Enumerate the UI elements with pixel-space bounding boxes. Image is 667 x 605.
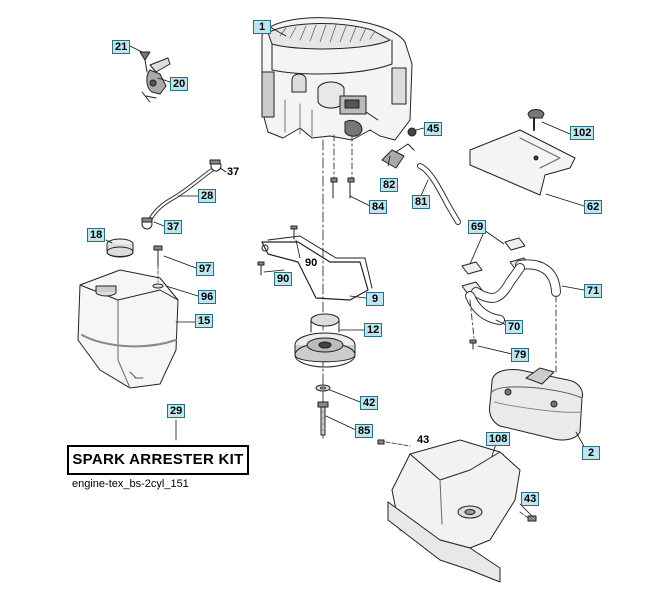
pulley-washer-and-bolt [315, 384, 331, 436]
engine-mount-bolts [330, 177, 355, 199]
diagram-caption: engine-tex_bs-2cyl_151 [72, 478, 189, 490]
callout-12: 12 [364, 323, 383, 337]
spark-arrester-kit-label: SPARK ARRESTER KIT [67, 445, 249, 475]
exhaust-pipe-part [461, 237, 561, 373]
callout-70: 70 [505, 320, 524, 334]
callout-69: 69 [468, 220, 487, 234]
fuel-line-part [141, 159, 222, 230]
callout-20: 20 [170, 77, 189, 91]
callout-90-lower: 90 [274, 272, 293, 286]
callout-96: 96 [198, 290, 217, 304]
callout-18: 18 [87, 228, 106, 242]
callout-1: 1 [253, 20, 271, 34]
callout-leader-lines [105, 26, 587, 517]
throttle-control-part [139, 51, 171, 103]
callout-43-lower: 43 [521, 492, 540, 506]
callout-21: 21 [112, 40, 131, 54]
callout-108: 108 [486, 432, 511, 446]
callout-37-upper: 37 [227, 166, 240, 178]
fuel-fitting-part [381, 127, 461, 225]
engine-part [261, 17, 413, 141]
callout-79: 79 [511, 348, 530, 362]
engine-pulley-part [294, 313, 356, 368]
callout-102: 102 [570, 126, 595, 140]
callout-37-lower: 37 [164, 220, 183, 234]
callout-2: 2 [582, 446, 600, 460]
callout-90-upper: 90 [305, 257, 318, 269]
callout-81: 81 [412, 195, 431, 209]
callout-42: 42 [360, 396, 379, 410]
callout-85: 85 [355, 424, 374, 438]
belt-guide-part [257, 225, 373, 301]
fuel-tank-part [77, 269, 179, 389]
fuel-cap-part [106, 238, 134, 258]
callout-43-upper: 43 [417, 434, 430, 446]
callout-82: 82 [380, 178, 399, 192]
callout-45: 45 [424, 122, 443, 136]
callout-29: 29 [167, 404, 186, 418]
callout-62: 62 [584, 200, 603, 214]
callout-71: 71 [584, 284, 603, 298]
callout-84: 84 [369, 200, 388, 214]
callout-97: 97 [196, 262, 215, 276]
muffler-part [489, 367, 583, 441]
heat-shield-part [469, 109, 576, 196]
callout-9: 9 [366, 292, 384, 306]
callout-15: 15 [195, 314, 214, 328]
callout-28: 28 [198, 189, 217, 203]
tank-bolt-and-washer [152, 245, 164, 289]
muffler-shield-part [377, 439, 537, 583]
